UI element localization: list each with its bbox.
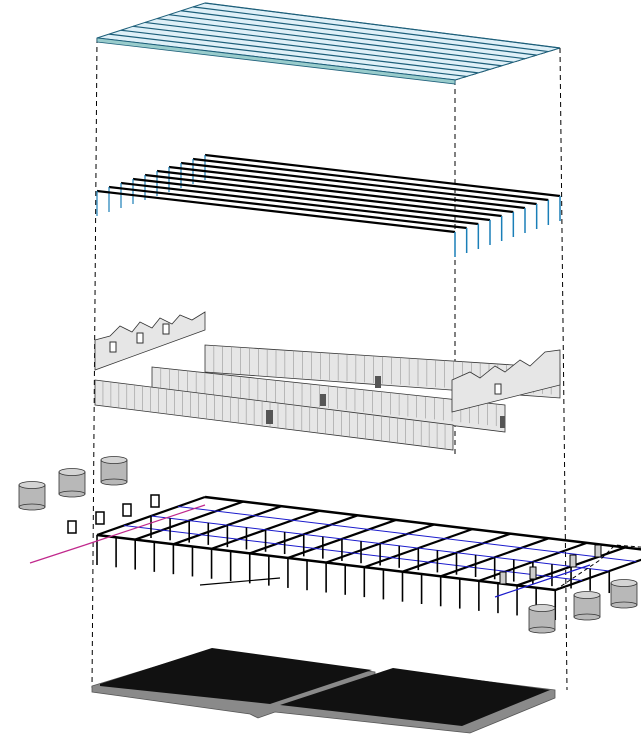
tank-bottom <box>573 613 601 621</box>
door <box>500 416 505 428</box>
tank-top <box>610 579 638 587</box>
fan-unit <box>150 494 160 508</box>
roof-corrugation <box>204 2 561 49</box>
roof-corrugation <box>156 17 514 63</box>
window <box>136 332 144 344</box>
dashed-extension <box>554 544 641 591</box>
window <box>162 323 170 335</box>
roof-corrugation <box>180 10 537 56</box>
roof-corrugation <box>108 33 467 78</box>
roof-beam <box>180 161 537 206</box>
door <box>266 410 273 424</box>
tank-bottom <box>58 490 86 498</box>
foundation-slab-layer <box>91 648 556 734</box>
magenta-pipe <box>84 504 206 546</box>
blue-pipe <box>123 525 583 582</box>
roof-beam <box>168 165 526 210</box>
roof-corrugation <box>168 14 526 60</box>
roof-beam <box>156 169 514 214</box>
roof-beam <box>204 153 561 198</box>
louver-door <box>569 554 577 568</box>
fan-unit <box>67 520 77 534</box>
tank-top <box>58 468 86 476</box>
tank-bottom <box>610 601 638 609</box>
tank-bottom <box>18 503 46 511</box>
gable-wall-right <box>451 349 561 413</box>
tank-bottom <box>528 626 556 634</box>
roof-beam <box>96 189 456 234</box>
tank-top <box>18 481 46 489</box>
door <box>320 394 326 406</box>
slab-section <box>100 648 372 704</box>
roof-corrugation <box>144 21 502 67</box>
fan-unit <box>95 511 105 525</box>
window <box>109 341 117 353</box>
blue-pipe <box>177 506 637 563</box>
roof-beam <box>192 157 549 202</box>
tank-top <box>528 604 556 612</box>
roof-corrugation <box>192 6 549 53</box>
roof-purlins-layer <box>96 153 561 257</box>
roof-beam <box>144 173 502 218</box>
tank-top <box>573 591 601 599</box>
blue-pipe <box>494 564 591 598</box>
roof-beam <box>120 181 479 226</box>
ground-line <box>199 577 281 586</box>
louver-door <box>594 544 602 558</box>
slab-section <box>280 668 550 726</box>
water-tanks <box>18 456 638 634</box>
louver-door <box>529 566 537 580</box>
roof-beam <box>132 177 491 222</box>
tank-bottom <box>100 478 128 486</box>
roof-sheeting-layer <box>96 2 561 85</box>
fan-unit <box>122 503 132 517</box>
magenta-pipe <box>29 544 86 564</box>
tank-top <box>100 456 128 464</box>
louver-door <box>499 571 507 585</box>
walls-layer <box>94 311 561 451</box>
roof-corrugation <box>120 29 479 74</box>
roof-fascia <box>96 37 456 85</box>
roof-beam <box>108 185 467 230</box>
roof-corrugation <box>132 25 491 70</box>
door <box>375 376 381 388</box>
structural-frame-layer <box>29 494 641 621</box>
gable-wall-left <box>94 311 206 371</box>
edge-beam <box>204 495 641 551</box>
window <box>494 383 502 395</box>
